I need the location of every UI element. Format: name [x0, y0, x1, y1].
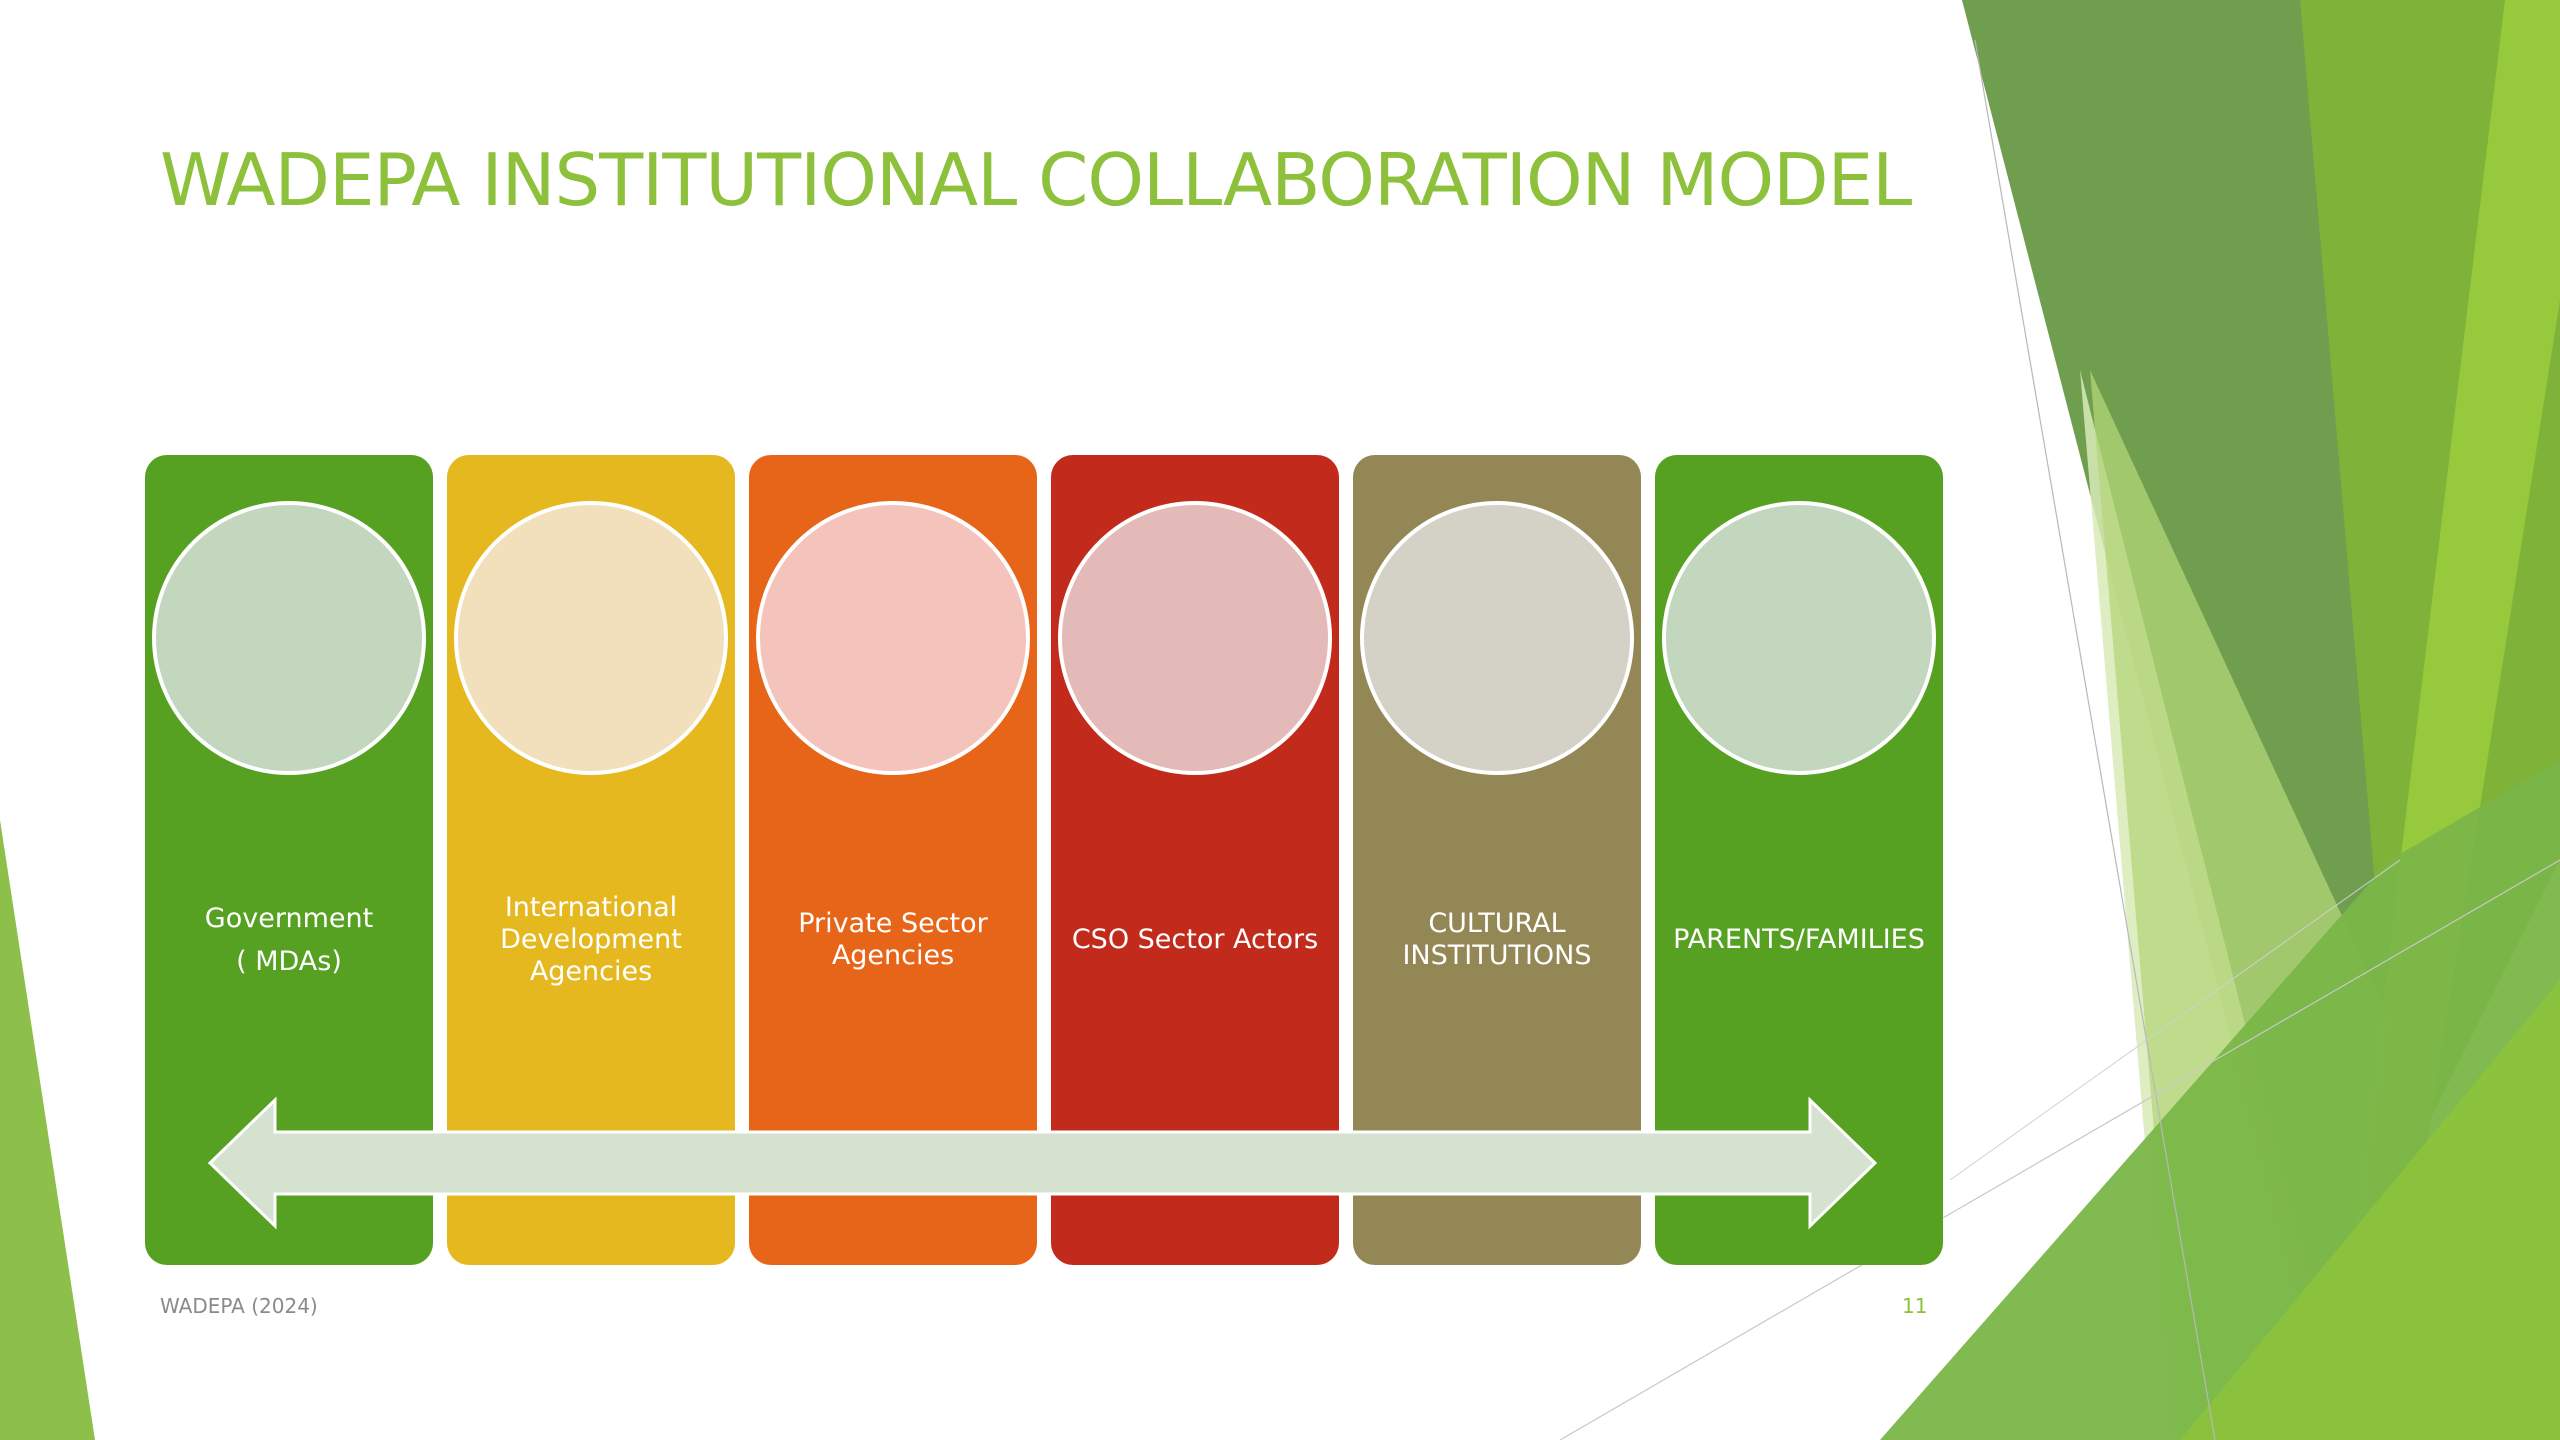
footer-source: WADEPA (2024): [160, 1294, 318, 1318]
column-3-circle: [756, 501, 1030, 775]
column-6-circle: [1662, 501, 1936, 775]
column-5-label: CULTURAL INSTITUTIONS: [1402, 908, 1592, 971]
left-edge-shape: [0, 820, 95, 1440]
guide-line: [1559, 859, 2560, 1440]
slide-number: 11: [1902, 1294, 1928, 1318]
column-1-label: Government ( MDAs): [204, 903, 374, 977]
column-4-circle: [1058, 501, 1332, 775]
column-4-label: CSO Sector Actors: [1071, 924, 1319, 955]
column-2-circle: [454, 501, 728, 775]
column-5-circle: [1360, 501, 1634, 775]
guide-line: [1974, 39, 2216, 1440]
column-1-circle: [152, 501, 426, 775]
column-2-label: International Development Agencies: [500, 892, 682, 987]
bidirectional-arrow: [207, 1096, 1878, 1230]
facet-bottom-light: [2180, 980, 2560, 1440]
slide-title: WADEPA INSTITUTIONAL COLLABORATION MODEL: [160, 138, 1912, 222]
guide-line: [1949, 859, 2401, 1181]
column-3-label: Private Sector Agencies: [798, 908, 988, 971]
column-6-label: PARENTS/FAMILIES: [1673, 924, 1925, 955]
